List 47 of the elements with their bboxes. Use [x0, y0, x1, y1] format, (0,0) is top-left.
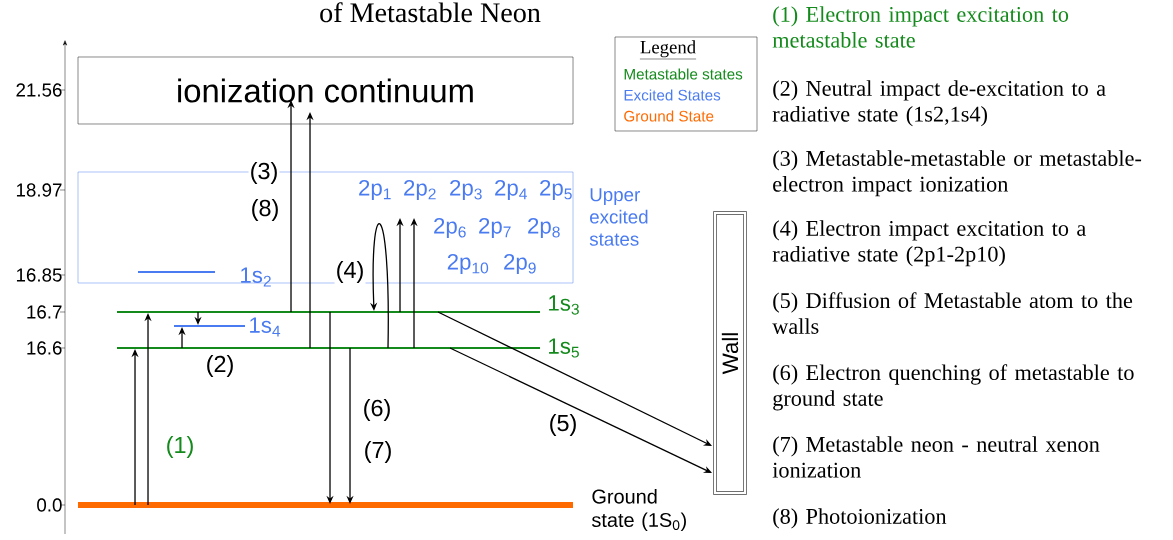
edge-label: (1) — [164, 434, 196, 460]
tick-label: 16.85 — [16, 268, 66, 282]
band-caption: Upper excited states — [589, 188, 648, 246]
level-label: Ground state (1S$_{0}$) — [591, 489, 686, 531]
process-note: (8) Photoionization — [773, 508, 947, 529]
legend-entry: Metastable states — [624, 68, 743, 80]
state-label: 2p$_{1}$ — [359, 179, 391, 201]
level-label: 1s$_{5}$ — [549, 338, 579, 358]
state-label: 2p$_{3}$ — [450, 179, 482, 201]
edge-label: (2) — [204, 353, 236, 379]
edge-label: (4) — [334, 259, 366, 285]
edge-label: (5) — [547, 412, 579, 438]
tick-label: 18.97 — [16, 183, 66, 197]
state-label: 2p$_{9}$ — [504, 253, 536, 275]
process-note: (3) Metastable-metastable or metastable-electron impact ionization — [773, 150, 1142, 197]
edge-label: (7) — [362, 439, 394, 465]
state-label: 2p$_{10}$ — [447, 253, 489, 275]
process-note: (6) Electron quenching of metastable to ground state — [773, 364, 1134, 411]
title: of Metastable Neon — [320, 2, 541, 23]
legend-entry: Excited States — [624, 89, 721, 101]
level-label: 1s$_{4}$ — [250, 317, 281, 337]
process-note: (7) Metastable neon - neutral xenon ionization — [772, 436, 1100, 478]
tick-label: 16.6 — [27, 341, 66, 355]
edge-label: (6) — [361, 397, 393, 423]
state-label: 2p$_{4}$ — [495, 179, 527, 201]
state-label: 2p$_{7}$ — [479, 217, 511, 239]
level-label: 1s$_{3}$ — [549, 295, 579, 315]
level-label: 1s$_{2}$ — [241, 267, 271, 287]
tick-label: 16.7 — [27, 305, 66, 319]
process-note: (5) Diffusion of Metastable atom to the walls — [772, 292, 1133, 334]
state-label: 2p$_{8}$ — [528, 217, 560, 239]
state-label: 2p$_{6}$ — [434, 217, 466, 239]
wall-drawing: Wall — [713, 211, 747, 495]
edge-label: (8) — [249, 197, 281, 223]
legend-entry: Ground State — [624, 110, 714, 122]
arrow — [437, 311, 712, 446]
state-label: 2p$_{2}$ — [404, 179, 436, 201]
state-label: 2p$_{5}$ — [540, 179, 572, 201]
continuum-box: ionization continuum — [77, 56, 574, 125]
arrow — [449, 347, 712, 473]
process-note: (2) Neutral impact de-excitation to a radiative state (1s2,1s4) — [772, 80, 1106, 127]
tick-label: 21.56 — [16, 83, 66, 97]
process-note: (4) Electron impact excitation to a radiative state (2p1-2p10) — [772, 220, 1086, 267]
edge-label: (3) — [248, 160, 280, 186]
tick-label: 0.0 — [37, 498, 66, 512]
legend-heading: Legend — [639, 40, 697, 60]
process-note: (1) Electron impact excitation to metastable state — [772, 6, 1069, 48]
